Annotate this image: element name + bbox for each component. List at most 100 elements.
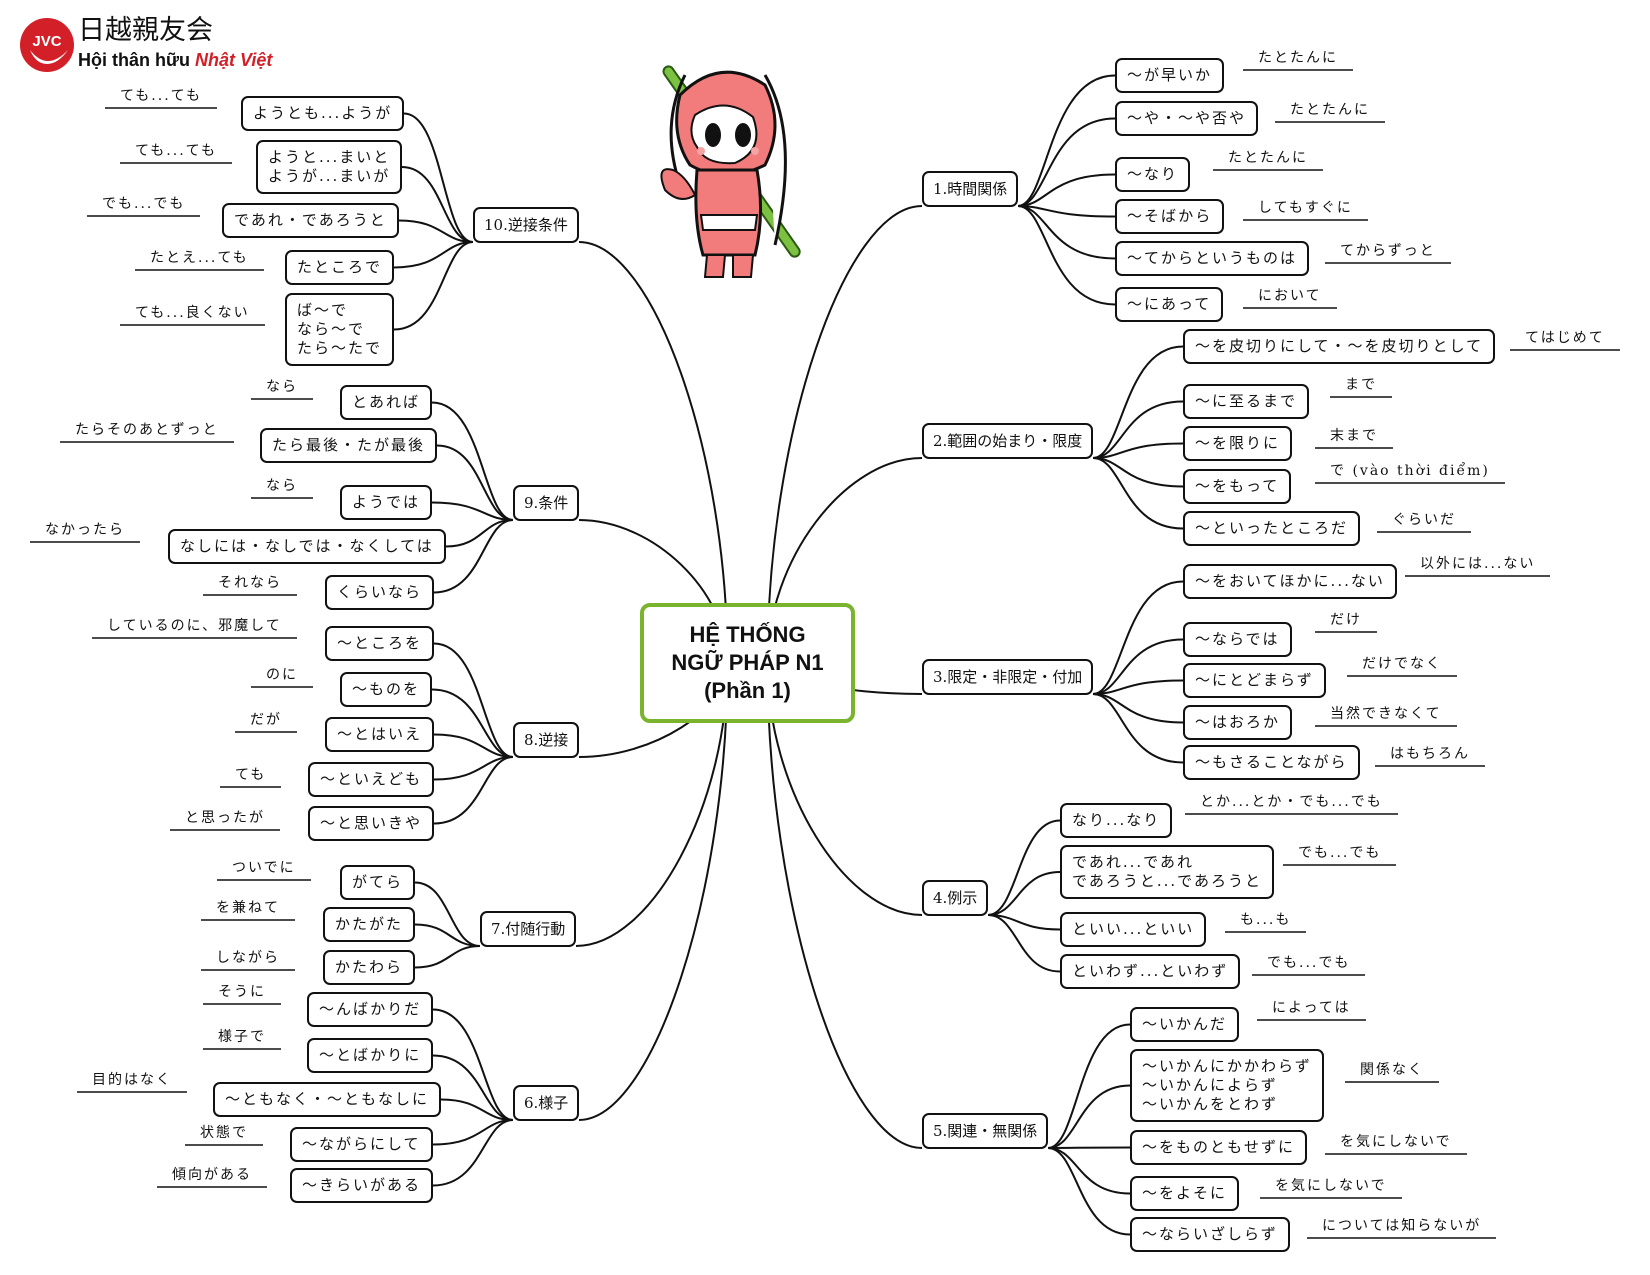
branch-manner: 6.様子 bbox=[513, 1085, 580, 1121]
branch-concessive-condition: 10.逆接条件 bbox=[473, 207, 579, 243]
meaning-note: 様子で bbox=[218, 1029, 266, 1045]
grammar-item: 〜を皮切りにして・〜を皮切りとして bbox=[1183, 329, 1496, 364]
connector-line bbox=[431, 688, 514, 758]
connector-line bbox=[436, 444, 514, 521]
meaning-note: それなら bbox=[218, 575, 282, 591]
grammar-item: 〜とばかりに bbox=[307, 1038, 434, 1073]
meaning-note: ぐらいだ bbox=[1392, 512, 1456, 528]
meaning-note: のに bbox=[266, 667, 298, 683]
meaning-note: ついでに bbox=[232, 860, 296, 876]
grammar-item: かたがた bbox=[323, 907, 416, 942]
ninja-rabbit-mascot-icon bbox=[660, 65, 801, 278]
meaning-note: たとえ...ても bbox=[150, 250, 249, 266]
meaning-note: しながら bbox=[216, 950, 280, 966]
grammar-item: 〜なり bbox=[1115, 157, 1191, 192]
grammar-item: 〜といえども bbox=[308, 762, 435, 797]
branch-time-relation: 1.時間関係 bbox=[922, 171, 1019, 207]
jvc-logo-icon: JVC bbox=[20, 18, 74, 72]
meaning-note: だけでなく bbox=[1362, 656, 1442, 672]
grammar-item: 〜をおいてほかに...ない bbox=[1183, 564, 1397, 599]
logo-vietnamese-highlight: Nhật Việt bbox=[195, 50, 273, 70]
grammar-item: 〜をよそに bbox=[1130, 1176, 1240, 1211]
grammar-item: 〜ともなく・〜ともなしに bbox=[213, 1082, 442, 1117]
meaning-note: 状態で bbox=[200, 1125, 248, 1141]
connector-line bbox=[398, 219, 474, 243]
connector-line bbox=[987, 914, 1061, 973]
grammar-item: 〜いかんにかかわらず 〜いかんによらず 〜いかんをとわず bbox=[1130, 1049, 1324, 1122]
connector-line bbox=[401, 166, 474, 243]
connector-line bbox=[433, 733, 514, 758]
connector-line bbox=[987, 819, 1061, 916]
grammar-item: とあれば bbox=[340, 385, 433, 420]
logo-japanese: 日越親友会 bbox=[78, 15, 213, 46]
central-topic: HỆ THỐNG NGỮ PHÁP N1 (Phần 1) bbox=[640, 603, 855, 723]
connector-line bbox=[403, 112, 474, 243]
branch-examples: 4.例示 bbox=[922, 880, 989, 916]
grammar-item: ようと...まいと ようが...まいが bbox=[256, 140, 403, 194]
connector-line bbox=[432, 1054, 514, 1121]
grammar-item: ようでは bbox=[340, 485, 433, 520]
meaning-note: てからずっと bbox=[1340, 243, 1436, 259]
connector-line bbox=[1092, 693, 1184, 724]
grammar-item: といわず...といわず bbox=[1060, 954, 1241, 989]
grammar-item: なしには・なしでは・なくしては bbox=[168, 529, 446, 564]
grammar-item: 〜ならいざしらず bbox=[1130, 1217, 1290, 1252]
connector-line bbox=[433, 642, 514, 758]
grammar-item: 〜にとどまらず bbox=[1183, 663, 1326, 698]
meaning-note: なかったら bbox=[45, 522, 125, 538]
connector-line bbox=[432, 1008, 514, 1121]
central-topic-line-1: HỆ THỐNG bbox=[689, 622, 806, 647]
meaning-note: 関係なく bbox=[1360, 1062, 1424, 1078]
meaning-note: と思ったが bbox=[185, 810, 265, 826]
meaning-note: でも...でも bbox=[1267, 955, 1351, 971]
grammar-item: かたわら bbox=[323, 950, 416, 985]
meaning-note: 末まで bbox=[1330, 428, 1378, 444]
connector-line bbox=[1092, 580, 1184, 695]
grammar-item: 〜と思いきや bbox=[308, 806, 435, 841]
connector-line bbox=[414, 945, 481, 969]
meaning-note: によっては bbox=[1272, 1000, 1351, 1016]
grammar-item: 〜や・〜や否や bbox=[1115, 101, 1259, 136]
meaning-note: たらそのあとずっと bbox=[75, 422, 219, 438]
grammar-item: たところで bbox=[285, 250, 395, 285]
branch-limitation-addition: 3.限定・非限定・付加 bbox=[922, 659, 1094, 695]
connector-line bbox=[1047, 1147, 1131, 1236]
grammar-item: 〜ながらにして bbox=[290, 1127, 433, 1162]
logo-mark-text: JVC bbox=[32, 33, 61, 50]
connector-line bbox=[766, 205, 923, 664]
connector-line bbox=[393, 241, 474, 269]
connector-line bbox=[766, 662, 923, 1149]
grammar-item: くらいなら bbox=[325, 575, 435, 610]
meaning-note: については知らないが bbox=[1322, 1218, 1482, 1234]
branch-condition: 9.条件 bbox=[513, 485, 580, 521]
grammar-item: 〜はおろか bbox=[1183, 705, 1293, 740]
grammar-item: 〜にあって bbox=[1115, 287, 1224, 322]
grammar-item: 〜そばから bbox=[1115, 199, 1225, 234]
central-topic-line-3: (Phần 1) bbox=[704, 678, 791, 703]
grammar-item: がてら bbox=[340, 865, 416, 900]
meaning-note: を気にしないで bbox=[1275, 1178, 1387, 1194]
grammar-item: 〜をものともせずに bbox=[1130, 1130, 1308, 1165]
meaning-note: を気にしないで bbox=[1340, 1134, 1452, 1150]
meaning-note: なら bbox=[266, 379, 298, 395]
branch-accompanying-action: 7.付随行動 bbox=[480, 911, 577, 947]
grammar-item: 〜もさることながら bbox=[1183, 745, 1360, 780]
connector-line bbox=[432, 1119, 514, 1146]
grammar-item: であれ・であろうと bbox=[222, 203, 399, 238]
logo-vietnamese-prefix: Hội thân hữu bbox=[78, 50, 196, 70]
grammar-item: ようとも...ようが bbox=[241, 96, 405, 131]
connector-line bbox=[1092, 400, 1184, 459]
meaning-note: を兼ねて bbox=[216, 900, 280, 916]
connector-line bbox=[1017, 205, 1116, 306]
branch-scope-limit: 2.範囲の始まり・限度 bbox=[922, 423, 1094, 459]
meaning-note: で (vào thời điểm) bbox=[1330, 463, 1490, 479]
connector-line bbox=[414, 923, 481, 947]
grammar-item: 〜ならでは bbox=[1183, 622, 1292, 657]
connector-line bbox=[393, 241, 474, 331]
connector-line bbox=[433, 756, 514, 825]
branch-concession: 8.逆接 bbox=[513, 722, 580, 758]
connector-line bbox=[1092, 442, 1184, 459]
meaning-note: なら bbox=[266, 478, 298, 494]
connector-line bbox=[432, 1119, 514, 1187]
